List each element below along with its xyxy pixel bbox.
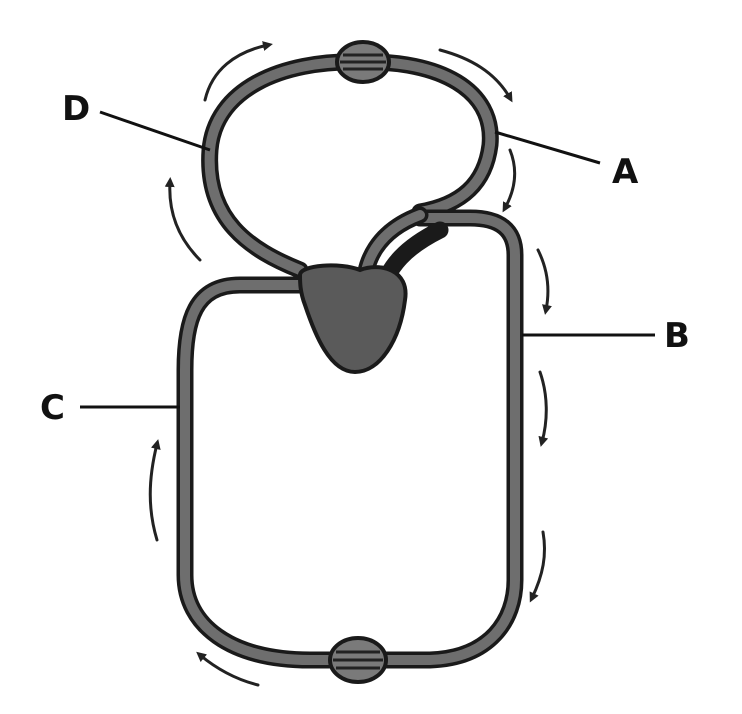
label-c: C [40, 388, 65, 428]
label-a: A [612, 152, 639, 192]
label-line-d [99, 110, 211, 152]
label-line-a [494, 130, 601, 165]
arrow-icon [536, 248, 552, 315]
lower-capillary-icon [328, 636, 388, 684]
arrow-icon [538, 370, 549, 447]
arrow-icon [502, 148, 517, 213]
heart-icon [297, 263, 408, 375]
upper-loop [201, 53, 499, 279]
upper-capillary-icon [335, 40, 391, 84]
flow-arrows [148, 41, 552, 687]
label-d: D [62, 89, 90, 129]
arrow-icon [148, 439, 161, 542]
arrow-icon [164, 177, 202, 262]
lower-loop [176, 209, 524, 669]
arrow-icon [203, 41, 273, 102]
label-b: B [664, 316, 690, 356]
arrow-icon [529, 530, 546, 603]
arrow-icon [196, 651, 260, 687]
arrow-icon [438, 48, 513, 103]
